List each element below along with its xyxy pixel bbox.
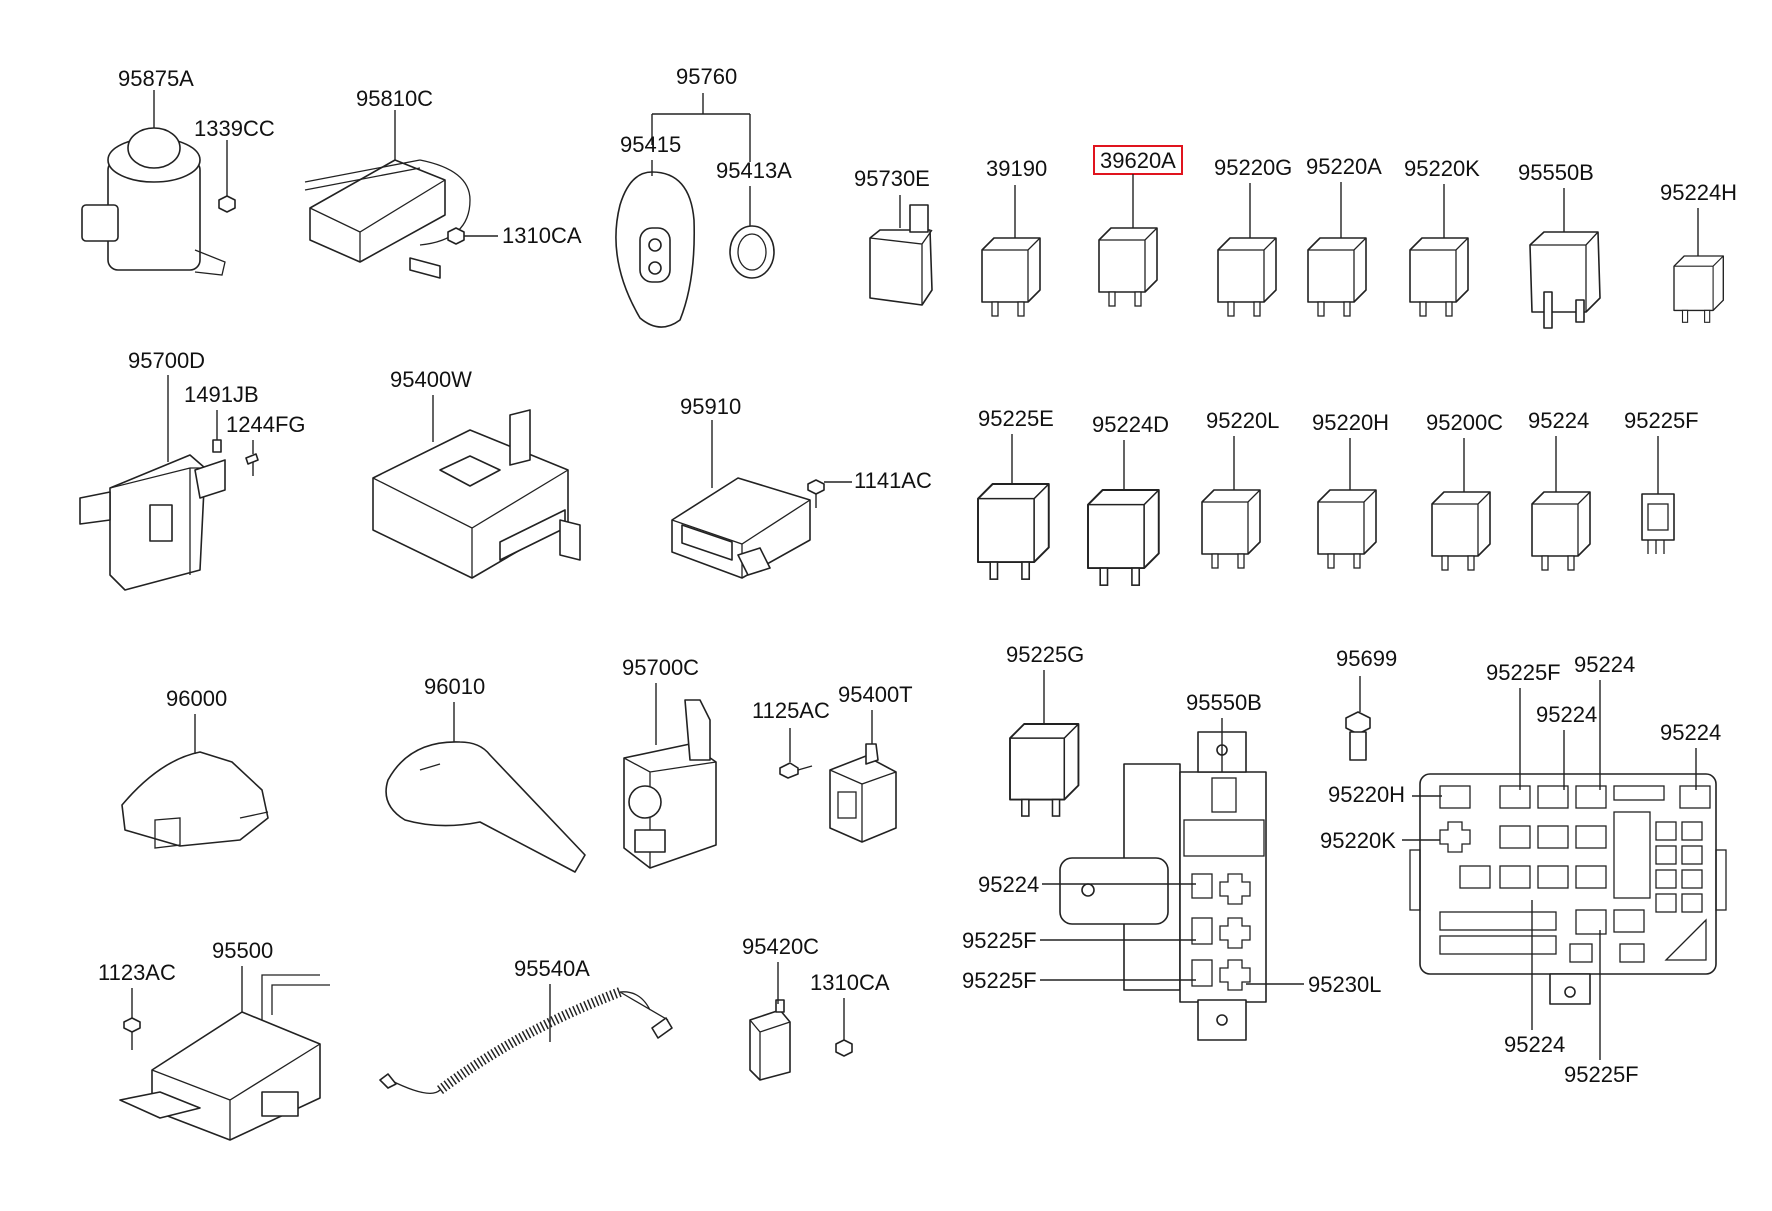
clip-95699 <box>1345 676 1371 761</box>
label-95200C: 95200C <box>1426 410 1503 435</box>
label-39620A: 39620A <box>1100 148 1176 173</box>
ecu-95400W <box>372 395 581 579</box>
label-95810C: 95810C <box>356 86 433 111</box>
nut-1339CC <box>218 140 236 213</box>
label-95224-r3: 95224 <box>1660 720 1721 745</box>
label-96010: 96010 <box>424 674 485 699</box>
label-95224-r2: 95224 <box>1536 702 1597 727</box>
nut-1310CA-a <box>447 227 498 245</box>
siren-part <box>81 90 226 276</box>
label-95420C: 95420C <box>742 934 819 959</box>
label-95760: 95760 <box>676 64 737 89</box>
label-95224-mid: 95224 <box>1528 408 1589 433</box>
label-1123AC: 1123AC <box>98 960 176 985</box>
label-95225F-c2: 95225F <box>962 968 1037 993</box>
junction-box-center <box>1059 718 1267 1041</box>
airbag-module-95910 <box>671 420 811 579</box>
label-95700C: 95700C <box>622 655 699 680</box>
bolt-1141AC <box>807 479 852 508</box>
label-95550B-box: 95550B <box>1186 690 1262 715</box>
label-1125AC: 1125AC <box>752 698 830 723</box>
relay-95220K <box>1409 237 1469 317</box>
label-95910: 95910 <box>680 394 741 419</box>
relay-95225E <box>977 483 1050 581</box>
label-95225E: 95225E <box>978 406 1054 431</box>
junction-box-right <box>1409 773 1727 1005</box>
label-95230L: 95230L <box>1308 972 1381 997</box>
highlight-box-39620A <box>1093 145 1183 175</box>
screw-1125AC <box>779 728 813 779</box>
relay-95550B <box>1529 188 1601 329</box>
label-95224-r1: 95224 <box>1574 652 1635 677</box>
label-95220A: 95220A <box>1306 154 1382 179</box>
label-39190: 39190 <box>986 156 1047 181</box>
relay-95224D <box>1087 489 1160 587</box>
leader-95760 <box>651 93 751 162</box>
screw-1123AC <box>123 988 141 1050</box>
relay-95220A <box>1307 237 1367 317</box>
label-95700D: 95700D <box>128 348 205 373</box>
label-95400T: 95400T <box>838 682 913 707</box>
label-95550B-top: 95550B <box>1518 160 1594 185</box>
label-95220H-mid: 95220H <box>1312 410 1389 435</box>
label-95730E: 95730E <box>854 166 930 191</box>
sensor-95810C <box>304 110 471 279</box>
relay-95220H <box>1317 489 1377 569</box>
module-95700C <box>623 683 717 869</box>
label-95220G: 95220G <box>1214 155 1292 180</box>
label-95220K-r: 95220K <box>1320 828 1396 853</box>
relay-95220L <box>1201 489 1261 569</box>
label-95875A: 95875A <box>118 66 194 91</box>
relay-95224 <box>1531 491 1591 571</box>
nut-1310CA-b <box>835 998 853 1057</box>
label-95224-rb: 95224 <box>1504 1032 1565 1057</box>
label-95224D: 95224D <box>1092 412 1169 437</box>
label-95413A: 95413A <box>716 158 792 183</box>
relay-95220G <box>1217 237 1277 317</box>
cover-96010 <box>385 702 586 873</box>
label-95225F-rb: 95225F <box>1564 1062 1639 1087</box>
key-fob <box>615 160 696 328</box>
module-95700D <box>79 375 226 591</box>
module-95400T <box>829 710 897 843</box>
module-95500 <box>119 966 330 1141</box>
label-95699: 95699 <box>1336 646 1397 671</box>
label-95225F-mid: 95225F <box>1624 408 1699 433</box>
label-95220H-r: 95220H <box>1328 782 1405 807</box>
coil-cord-95540A <box>379 984 673 1095</box>
relay-95224H <box>1673 255 1724 323</box>
clip-1491JB <box>212 410 222 453</box>
label-95225F-c1: 95225F <box>962 928 1037 953</box>
label-95224-c: 95224 <box>978 872 1039 897</box>
relay-95225G <box>1009 723 1080 817</box>
relay-39190 <box>981 237 1041 317</box>
label-1310CA-a: 1310CA <box>502 223 582 248</box>
label-95540A: 95540A <box>514 956 590 981</box>
screw-1244FG <box>245 440 259 476</box>
relay-95200C <box>1431 491 1491 571</box>
label-95225F-r1: 95225F <box>1486 660 1561 685</box>
label-1310CA-b: 1310CA <box>810 970 890 995</box>
relay-39620A <box>1098 227 1158 307</box>
label-95400W: 95400W <box>390 367 472 392</box>
label-96000: 96000 <box>166 686 227 711</box>
label-1244FG: 1244FG <box>226 412 306 437</box>
label-1339CC: 1339CC <box>194 116 275 141</box>
label-95220L: 95220L <box>1206 408 1279 433</box>
label-95415: 95415 <box>620 132 681 157</box>
label-95220K-top: 95220K <box>1404 156 1480 181</box>
label-95224H: 95224H <box>1660 180 1737 205</box>
relay-95225F <box>1641 436 1675 554</box>
cover-96000 <box>121 714 269 849</box>
label-1141AC: 1141AC <box>854 468 932 493</box>
label-95500: 95500 <box>212 938 273 963</box>
relay-95730E <box>869 195 933 306</box>
battery-95413A <box>729 186 775 279</box>
relay-95420C <box>749 962 791 1081</box>
label-95225G: 95225G <box>1006 642 1084 667</box>
label-1491JB: 1491JB <box>184 382 259 407</box>
